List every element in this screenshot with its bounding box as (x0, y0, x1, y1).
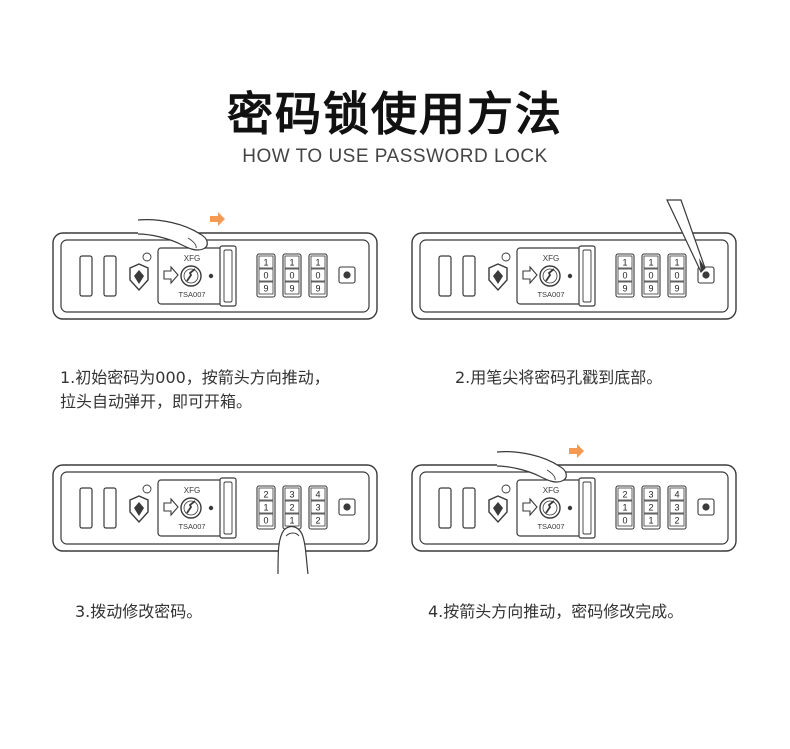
wheel-digit: 2 (622, 490, 627, 500)
wheel-digit: 3 (648, 490, 653, 500)
model-label: TSA007 (537, 290, 564, 299)
brand-label: XFG (543, 486, 559, 495)
wheel-1: 2 1 0 (615, 485, 635, 530)
wheel-digit: 9 (289, 284, 294, 294)
reset-hole-icon (208, 273, 214, 279)
slide-button (578, 245, 596, 307)
wheel-digit: 1 (622, 258, 627, 268)
step-3-line-1: 3.拨动修改密码。 (75, 602, 203, 621)
push-arrow-icon (163, 265, 179, 285)
lock-diagram-step-2: XFG TSA007 1 0 9 1 0 9 (411, 199, 737, 320)
wheel-digit: 0 (289, 271, 294, 281)
wheel-1: 1 0 9 (256, 253, 276, 298)
lock-diagram-step-3: XFG TSA007 2 1 0 3 2 1 (52, 464, 378, 575)
brand-label: XFG (543, 254, 559, 263)
wheel-digit: 2 (289, 503, 294, 513)
lock-body: XFG TSA007 1 0 9 1 0 9 (411, 232, 737, 320)
step-4-text: 4.按箭头方向推动，密码修改完成。 (428, 600, 683, 624)
lock-body: XFG TSA007 2 1 0 3 2 1 (411, 464, 737, 552)
lock-body: XFG TSA007 1 0 9 1 0 9 (52, 232, 378, 320)
wheel-digit: 3 (315, 503, 320, 513)
wheel-1: 2 1 0 (256, 485, 276, 530)
model-label: TSA007 (178, 522, 205, 531)
wheel-digit: 0 (315, 271, 320, 281)
wheel-digit: 4 (674, 490, 679, 500)
wheel-digit: 9 (674, 284, 679, 294)
brand-label: XFG (184, 486, 200, 495)
finger-icon (496, 451, 567, 483)
wheel-digit: 0 (263, 271, 268, 281)
wheel-digit: 1 (263, 503, 268, 513)
wheel-1: 1 0 9 (615, 253, 635, 298)
step-1-line-2: 拉头自动弹开，即可开箱。 (60, 392, 253, 411)
model-label: TSA007 (178, 290, 205, 299)
wheel-2: 3 2 1 (282, 485, 302, 530)
key-slot-right (103, 255, 117, 297)
wheel-digit: 3 (674, 503, 679, 513)
tsa-badge-icon (142, 484, 152, 494)
slide-button (219, 477, 237, 539)
wheel-3: 1 0 9 (667, 253, 687, 298)
wheel-digit: 1 (674, 258, 679, 268)
model-label: TSA007 (537, 522, 564, 531)
wheel-digit: 3 (289, 490, 294, 500)
push-arrow-icon (522, 265, 538, 285)
wheel-digit: 2 (315, 516, 320, 526)
step-1-text: 1.初始密码为000，按箭头方向推动， 拉头自动弹开，即可开箱。 (60, 366, 330, 414)
direction-arrow-icon (210, 212, 225, 226)
step-3-text: 3.拨动修改密码。 (75, 600, 202, 624)
wheel-digit: 4 (315, 490, 320, 500)
wheel-3: 4 3 2 (308, 485, 328, 530)
wheel-digit: 2 (674, 516, 679, 526)
page-title: 密码锁使用方法 (227, 87, 563, 141)
slide-button (219, 245, 237, 307)
wheel-digit: 0 (622, 271, 627, 281)
wheel-digit: 0 (648, 271, 653, 281)
wheel-digit: 9 (648, 284, 653, 294)
page-subtitle: HOW TO USE PASSWORD LOCK (242, 146, 548, 167)
wheel-digit: 1 (315, 258, 320, 268)
push-arrow-icon (522, 497, 538, 517)
wheel-2: 1 0 9 (282, 253, 302, 298)
wheel-digit: 9 (315, 284, 320, 294)
wheel-digit: 1 (648, 258, 653, 268)
reset-hole-icon (208, 505, 214, 511)
tsa-badge-icon (501, 484, 511, 494)
wheel-digit: 1 (622, 503, 627, 513)
step-1-line-1: 1.初始密码为000，按箭头方向推动， (60, 368, 330, 387)
step-2-text: 2.用笔尖将密码孔戳到底部。 (455, 366, 662, 390)
brand-label: XFG (184, 254, 200, 263)
tsa-badge-icon (142, 252, 152, 262)
tsa-badge-icon (501, 252, 511, 262)
wheel-2: 3 2 1 (641, 485, 661, 530)
wheel-digit: 2 (648, 503, 653, 513)
slide-button (578, 477, 596, 539)
wheel-digit: 0 (674, 271, 679, 281)
wheel-3: 4 3 2 (667, 485, 687, 530)
wheel-digit: 0 (622, 516, 627, 526)
wheel-digit: 2 (263, 490, 268, 500)
push-arrow-icon (163, 497, 179, 517)
wheel-digit: 1 (648, 516, 653, 526)
lock-body: XFG TSA007 2 1 0 3 2 1 (52, 464, 378, 552)
reset-hole-icon (567, 505, 573, 511)
wheel-digit: 0 (263, 516, 268, 526)
step-4-line-1: 4.按箭头方向推动，密码修改完成。 (428, 602, 684, 621)
wheel-2: 1 0 9 (641, 253, 661, 298)
wheel-digit: 1 (263, 258, 268, 268)
reset-hole-icon (567, 273, 573, 279)
lock-diagram-step-1: XFG TSA007 1 0 9 1 0 9 (52, 212, 378, 320)
wheel-3: 1 0 9 (308, 253, 328, 298)
wheel-digit: 9 (622, 284, 627, 294)
finger-icon (137, 219, 208, 251)
finger-icon (277, 525, 309, 575)
key-slot-left (79, 255, 93, 297)
wheel-digit: 1 (289, 258, 294, 268)
lock-diagram-step-4: XFG TSA007 2 1 0 3 2 1 (411, 444, 737, 552)
step-2-line-1: 2.用笔尖将密码孔戳到底部。 (455, 368, 663, 387)
wheel-digit: 1 (289, 516, 294, 526)
wheel-digit: 9 (263, 284, 268, 294)
direction-arrow-icon (569, 444, 584, 458)
